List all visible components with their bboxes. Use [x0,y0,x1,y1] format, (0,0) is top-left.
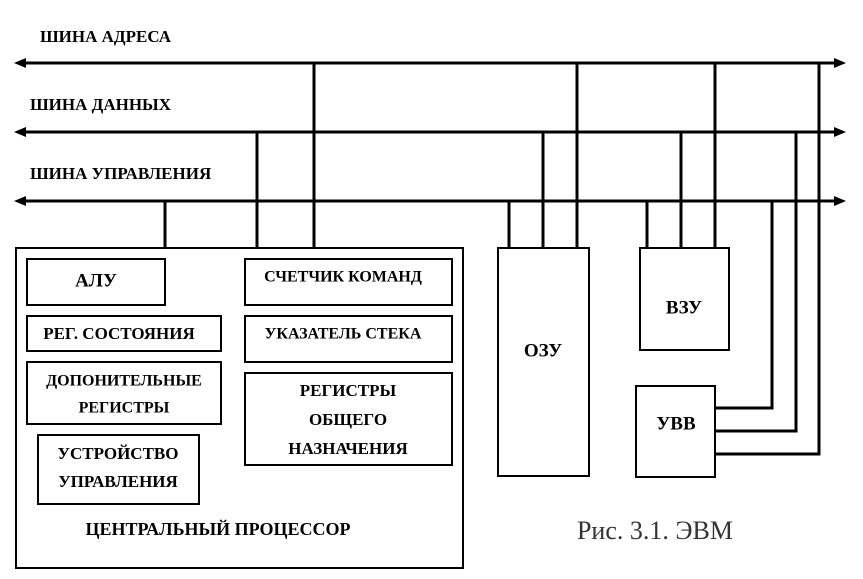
io-data-link [716,132,798,433]
data-bus-left-arrow [14,127,26,137]
data-bus-right-arrow [834,127,846,137]
program-counter-label: СЧЕТЧИК КОМАНД [264,269,422,286]
alu-block [26,258,166,306]
control-bus-label: ШИНА УПРАВЛЕНИЯ [30,164,211,183]
program-counter-block [244,258,453,306]
ram-block [497,247,590,477]
io-control-link [716,201,774,410]
extra-registers-label-line1: ДОПОНИТЕЛЬНЫЕ [46,373,202,390]
control-bus-right-arrow [834,196,846,206]
control-bus-left-arrow [14,196,26,206]
control-unit-label-line1: УСТРОЙСТВО [57,444,178,463]
io-address-link [716,63,821,456]
address-bus-label: ШИНА АДРЕСА [40,27,172,46]
storage-block [639,247,730,351]
io-label: УВВ [656,413,696,434]
stack-pointer-block [244,315,453,363]
control-bus [14,196,846,206]
io-block [635,385,716,478]
figure-caption: Рис. 3.1. ЭВМ [577,516,733,545]
cpu-title: ЦЕНТРАЛЬНЫЙ ПРОЦЕССОР [85,518,350,539]
address-bus-left-arrow [14,58,26,68]
control-unit-label-line2: УПРАВЛЕНИЯ [58,472,178,491]
general-registers-label-line2: ОБЩЕГО [309,410,387,429]
general-registers-label-line3: НАЗНАЧЕНИЯ [288,439,408,458]
general-registers-block [244,372,453,466]
ram-label: ОЗУ [524,340,562,361]
general-registers-label-line1: РЕГИСТРЫ [300,381,397,400]
data-bus-label: ШИНА ДАННЫХ [30,95,172,114]
control-unit-block [37,434,200,505]
status-register-label: РЕГ. СОСТОЯНИЯ [43,324,195,343]
storage-label: ВЗУ [666,297,702,318]
extra-registers-label-line2: РЕГИСТРЫ [79,400,170,417]
address-bus-right-arrow [834,58,846,68]
stack-pointer-label: УКАЗАТЕЛЬ СТЕКА [265,326,422,343]
status-register-block [26,315,222,352]
alu-label: АЛУ [75,270,117,291]
extra-registers-block [26,361,222,425]
address-bus [14,58,846,68]
data-bus [14,127,846,137]
